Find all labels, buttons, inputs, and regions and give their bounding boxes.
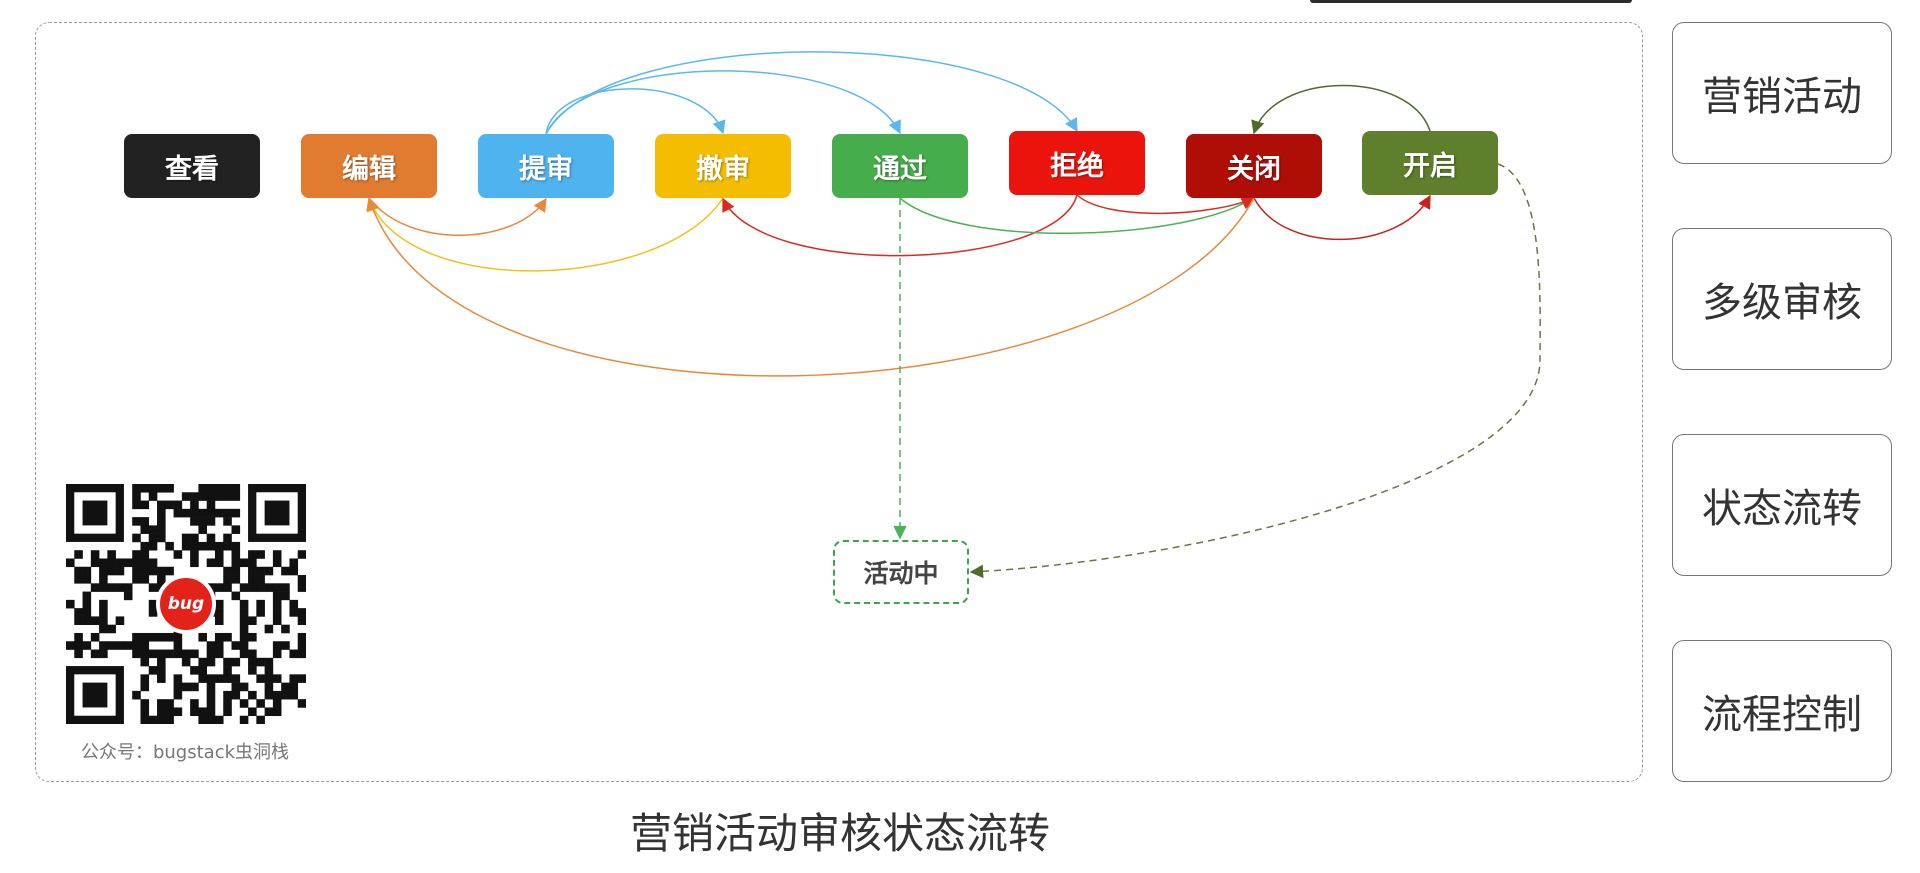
node-revoke: 撤审 — [655, 134, 791, 198]
edge-pass-close — [899, 196, 1256, 234]
dashed-frame — [35, 22, 1643, 782]
edge-reject-revoke — [722, 194, 1078, 257]
bug-logo-icon: bug — [156, 574, 216, 634]
edge-submit-revoke — [545, 88, 726, 135]
edge-close-open — [1253, 194, 1431, 241]
diagram-caption: 营销活动审核状态流转 — [629, 809, 1050, 858]
top-edge-bar — [1310, 0, 1632, 3]
edge-open-close — [1251, 84, 1431, 135]
node-reject: 拒绝 — [1009, 131, 1145, 195]
side-label-marketing: 营销活动 — [1672, 22, 1892, 164]
qr-caption: 公众号：bugstack虫洞栈 — [80, 742, 290, 763]
edge-reject-close — [1076, 194, 1256, 215]
node-view: 查看 — [124, 134, 260, 198]
edge-submit-pass — [545, 70, 901, 135]
node-active: 活动中 — [833, 540, 969, 604]
edge-revoke-edit — [367, 197, 724, 272]
edge-open-active — [969, 163, 1541, 579]
edge-submit-reject — [545, 51, 1078, 135]
side-label-process-control: 流程控制 — [1672, 640, 1892, 782]
qr-code: bug — [66, 484, 306, 724]
node-submit: 提审 — [478, 134, 614, 198]
side-label-multi-review: 多级审核 — [1672, 228, 1892, 370]
node-pass: 通过 — [832, 134, 968, 198]
side-label-state-flow: 状态流转 — [1672, 434, 1892, 576]
edge-edit-submit — [368, 197, 547, 236]
node-open: 开启 — [1362, 131, 1498, 195]
node-edit: 编辑 — [301, 134, 437, 198]
edge-close-edit — [366, 196, 1255, 377]
node-close: 关闭 — [1186, 134, 1322, 198]
